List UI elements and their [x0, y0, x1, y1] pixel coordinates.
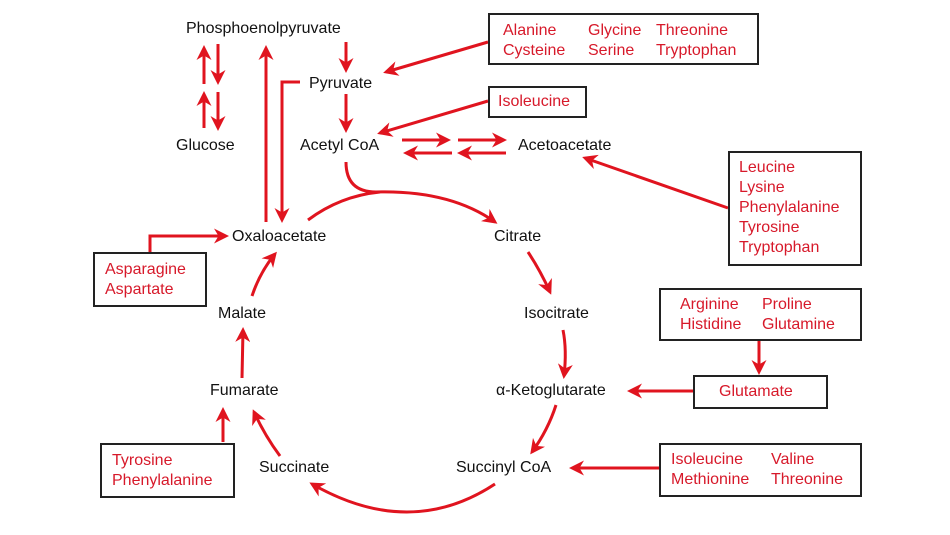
metabolite-isocitrate: Isocitrate	[524, 305, 589, 322]
arrow-pyruvate-to-oxaloacetate	[274, 80, 300, 223]
arrow-leucine-box-to-acetoacetate	[582, 154, 729, 210]
metabolite-glucose: Glucose	[176, 137, 235, 154]
box-glutamate: Glutamate	[693, 375, 828, 409]
box-pyruvate-amino-acids: Alanine Cysteine Glycine Serine Threonin…	[488, 13, 759, 65]
amino-acid: Tyrosine	[112, 452, 173, 469]
metabolite-alpha-ketoglutarate: α-Ketoglutarate	[496, 382, 606, 399]
amino-acid: Phenylalanine	[739, 199, 840, 216]
arrow-acetyl-coa-to-citrate	[344, 161, 498, 224]
amino-acid: Tryptophan	[656, 42, 737, 59]
box-succinyl-coa-amino-acids: Isoleucine Methionine Valine Threonine	[659, 443, 862, 497]
amino-acid: Isoleucine	[498, 93, 571, 110]
amino-acid: Histidine	[680, 316, 742, 333]
metabolite-acetyl-coa: Acetyl CoA	[300, 137, 380, 154]
amino-acid: Alanine	[503, 22, 557, 39]
box-fumarate-amino-acids: Tyrosine Phenylalanine	[100, 443, 235, 498]
amino-acid: Arginine	[680, 296, 739, 313]
amino-acid: Serine	[588, 42, 635, 59]
arrow-asparagine-box-to-oxaloacetate	[148, 228, 229, 252]
arrow-box-to-pyruvate	[383, 40, 489, 76]
amino-acid: Lysine	[739, 179, 785, 196]
metabolite-succinyl-coa: Succinyl CoA	[456, 459, 552, 476]
arrow-succinyl-coa-to-succinate	[309, 482, 496, 514]
arrow-fumarate-to-malate	[235, 327, 251, 379]
amino-acid: Valine	[771, 451, 815, 468]
amino-acid: Leucine	[739, 159, 796, 176]
amino-acid: Glutamine	[762, 316, 835, 333]
amino-acid: Isoleucine	[671, 451, 744, 468]
arrow-malate-to-oxaloacetate	[250, 251, 277, 297]
box-oxaloacetate-amino-acids: Asparagine Aspartate	[93, 252, 207, 307]
arrow-succinate-to-fumarate	[252, 409, 282, 457]
amino-acid: Proline	[762, 296, 812, 313]
amino-acid: Glutamate	[719, 383, 793, 400]
box-acetoacetate-amino-acids: Leucine Lysine Phenylalanine Tyrosine Tr…	[728, 151, 862, 266]
arrow-citrate-to-isocitrate	[526, 251, 552, 295]
amino-acid: Tyrosine	[739, 219, 800, 236]
amino-acid: Threonine	[656, 22, 729, 39]
amino-acid: Threonine	[771, 471, 844, 488]
metabolite-acetoacetate: Acetoacetate	[518, 137, 612, 154]
arrow-isoleucine-to-acetyl-coa	[377, 99, 489, 137]
metabolite-succinate: Succinate	[259, 459, 330, 476]
metabolite-pyruvate: Pyruvate	[309, 75, 373, 92]
amino-acid: Tryptophan	[739, 239, 820, 256]
metabolite-phosphoenolpyruvate: Phosphoenolpyruvate	[186, 20, 341, 37]
amino-acid: Glycine	[588, 22, 642, 39]
arc-oxaloacetate-to-join	[307, 190, 381, 222]
arrow-akg-to-succinyl-coa	[530, 404, 558, 455]
amino-acid: Methionine	[671, 471, 750, 488]
amino-acid: Phenylalanine	[112, 472, 213, 489]
box-acetyl-coa-amino-acids: Isoleucine	[488, 86, 587, 118]
amino-acid: Cysteine	[503, 42, 566, 59]
metabolite-citrate: Citrate	[494, 228, 542, 245]
amino-acid: Asparagine	[105, 261, 186, 278]
metabolite-fumarate: Fumarate	[210, 382, 279, 399]
amino-acid: Aspartate	[105, 281, 174, 298]
metabolite-malate: Malate	[218, 305, 267, 322]
box-glutamate-precursors: Arginine Histidine Proline Glutamine	[659, 288, 862, 341]
metabolite-oxaloacetate: Oxaloacetate	[232, 228, 327, 245]
arrow-isocitrate-to-akg	[557, 329, 573, 379]
